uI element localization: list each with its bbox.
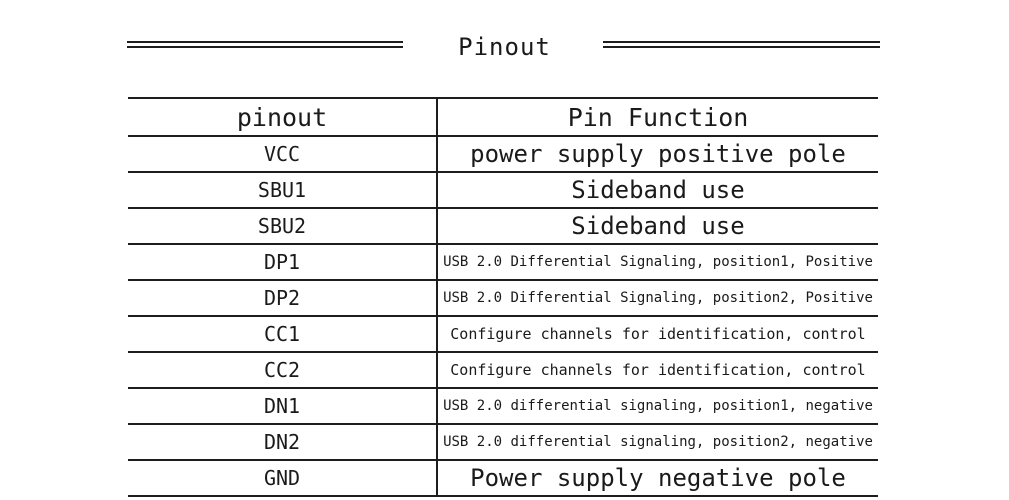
pin-function: USB 2.0 differential signaling, position… [436,423,878,460]
table-row-sbu1: SBU1 Sideband use [128,171,878,208]
table-row-cc2: CC2 Configure channels for identificatio… [128,351,878,388]
table-row-gnd: GND Power supply negative pole [128,459,878,497]
pin-name: CC1 [128,315,437,352]
pin-name: CC2 [128,351,437,388]
table-header-row: pinout Pin Function [128,97,878,136]
pinout-table: pinout Pin Function VCC power supply pos… [128,97,878,497]
page-title: Pinout [458,33,551,61]
pin-function: USB 2.0 differential signaling, position… [436,387,878,424]
table-row-cc1: CC1 Configure channels for identificatio… [128,315,878,352]
column-header-pinout: pinout [128,97,437,136]
column-header-pin-function: Pin Function [436,97,878,136]
pin-function: Configure channels for identification, c… [436,315,878,352]
pin-name: DN1 [128,387,437,424]
title-rule-left [127,41,403,48]
table-row-vcc: VCC power supply positive pole [128,135,878,172]
pin-name: VCC [128,135,437,172]
table-row-sbu2: SBU2 Sideband use [128,207,878,244]
table-row-dn2: DN2 USB 2.0 differential signaling, posi… [128,423,878,460]
pin-name: SBU2 [128,207,437,244]
pin-name: DP2 [128,279,437,316]
pin-name: GND [128,459,437,497]
title-rule-right [603,41,880,48]
pin-function: Sideband use [436,171,878,208]
pin-name: DP1 [128,243,437,280]
table-row-dp2: DP2 USB 2.0 Differential Signaling, posi… [128,279,878,316]
pin-function: Power supply negative pole [436,459,878,497]
table-row-dp1: DP1 USB 2.0 Differential Signaling, posi… [128,243,878,280]
pin-function: USB 2.0 Differential Signaling, position… [436,243,878,280]
pin-name: SBU1 [128,171,437,208]
pin-name: DN2 [128,423,437,460]
pin-function: Configure channels for identification, c… [436,351,878,388]
pin-function: USB 2.0 Differential Signaling, position… [436,279,878,316]
table-row-dn1: DN1 USB 2.0 differential signaling, posi… [128,387,878,424]
pin-function: Sideband use [436,207,878,244]
pin-function: power supply positive pole [436,135,878,172]
